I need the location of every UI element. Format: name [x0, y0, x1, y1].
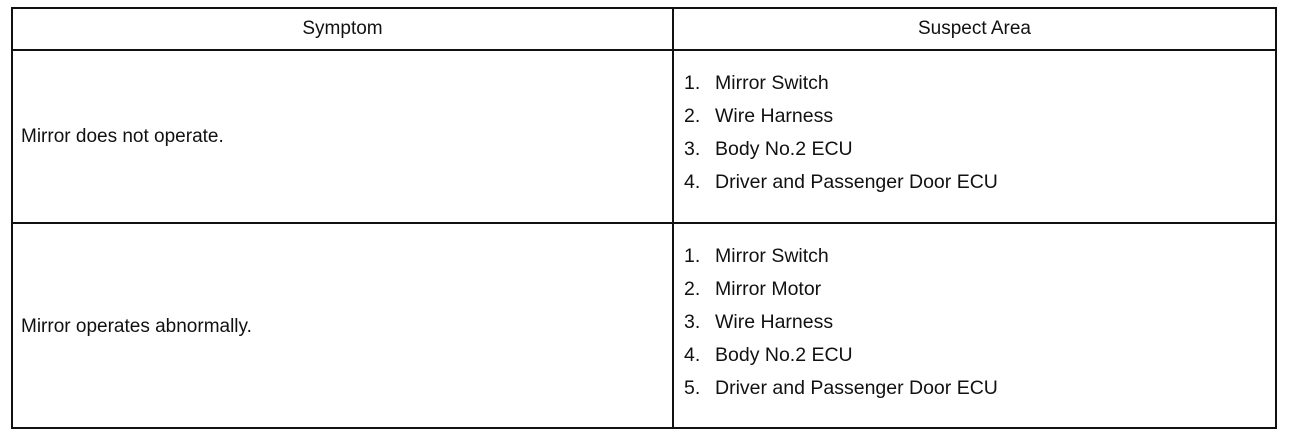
- suspect-area-item: 2. Mirror Motor: [684, 273, 998, 306]
- item-number: 4.: [684, 344, 701, 366]
- table-header-row: Symptom Suspect Area: [13, 9, 1275, 51]
- suspect-area-item: 2. Wire Harness: [684, 100, 998, 133]
- item-number: 5.: [684, 377, 701, 399]
- table-row: Mirror does not operate. 1. Mirror Switch…: [13, 51, 1275, 224]
- item-text: Driver and Passenger Door ECU: [715, 377, 998, 399]
- item-text: Mirror Motor: [715, 278, 822, 300]
- suspect-area-item: 1. Mirror Switch: [684, 240, 998, 273]
- suspect-area-item: 4. Driver and Passenger Door ECU: [684, 166, 998, 199]
- item-number: 2.: [684, 105, 701, 127]
- header-cell-symptom: Symptom: [13, 9, 674, 49]
- symptom-cell: Mirror does not operate.: [13, 51, 674, 222]
- item-number: 2.: [684, 278, 701, 300]
- header-symptom-label: Symptom: [302, 18, 383, 39]
- symptom-cell: Mirror operates abnormally.: [13, 224, 674, 429]
- suspect-area-item: 3. Wire Harness: [684, 306, 998, 339]
- item-text: Body No.2 ECU: [715, 138, 853, 160]
- header-suspect-area-label: Suspect Area: [917, 18, 1032, 39]
- header-cell-suspect-area: Suspect Area: [674, 9, 1275, 49]
- table-row: Mirror operates abnormally. 1. Mirror Swi…: [13, 224, 1275, 429]
- symptom-text: Mirror does not operate.: [21, 125, 224, 147]
- item-number: 1.: [684, 245, 701, 267]
- item-text: Mirror Switch: [715, 245, 829, 267]
- troubleshooting-table: Symptom Suspect Area Mirror does not ope…: [11, 7, 1277, 429]
- suspect-area-item: 5. Driver and Passenger Door ECU: [684, 372, 998, 405]
- suspect-area-list: 1. Mirror Switch 2. Mirror Motor 3. Wire Ha…: [684, 240, 998, 405]
- suspect-area-item: 4. Body No.2 ECU: [684, 339, 998, 372]
- item-text: Wire Harness: [715, 311, 834, 333]
- suspect-area-item: 1. Mirror Switch: [684, 67, 998, 100]
- item-number: 3.: [684, 138, 701, 160]
- suspect-area-cell: 1. Mirror Switch 2. Wire Harness 3. Body No…: [674, 51, 1275, 222]
- symptom-text: Mirror operates abnormally.: [21, 315, 252, 337]
- suspect-area-item: 3. Body No.2 ECU: [684, 133, 998, 166]
- item-text: Wire Harness: [715, 105, 834, 127]
- suspect-area-cell: 1. Mirror Switch 2. Mirror Motor 3. Wire Ha…: [674, 224, 1275, 429]
- item-number: 1.: [684, 72, 701, 94]
- item-number: 3.: [684, 311, 701, 333]
- item-text: Driver and Passenger Door ECU: [715, 171, 998, 193]
- item-text: Mirror Switch: [715, 72, 829, 94]
- item-number: 4.: [684, 171, 701, 193]
- item-text: Body No.2 ECU: [715, 344, 853, 366]
- suspect-area-list: 1. Mirror Switch 2. Wire Harness 3. Body No…: [684, 67, 998, 199]
